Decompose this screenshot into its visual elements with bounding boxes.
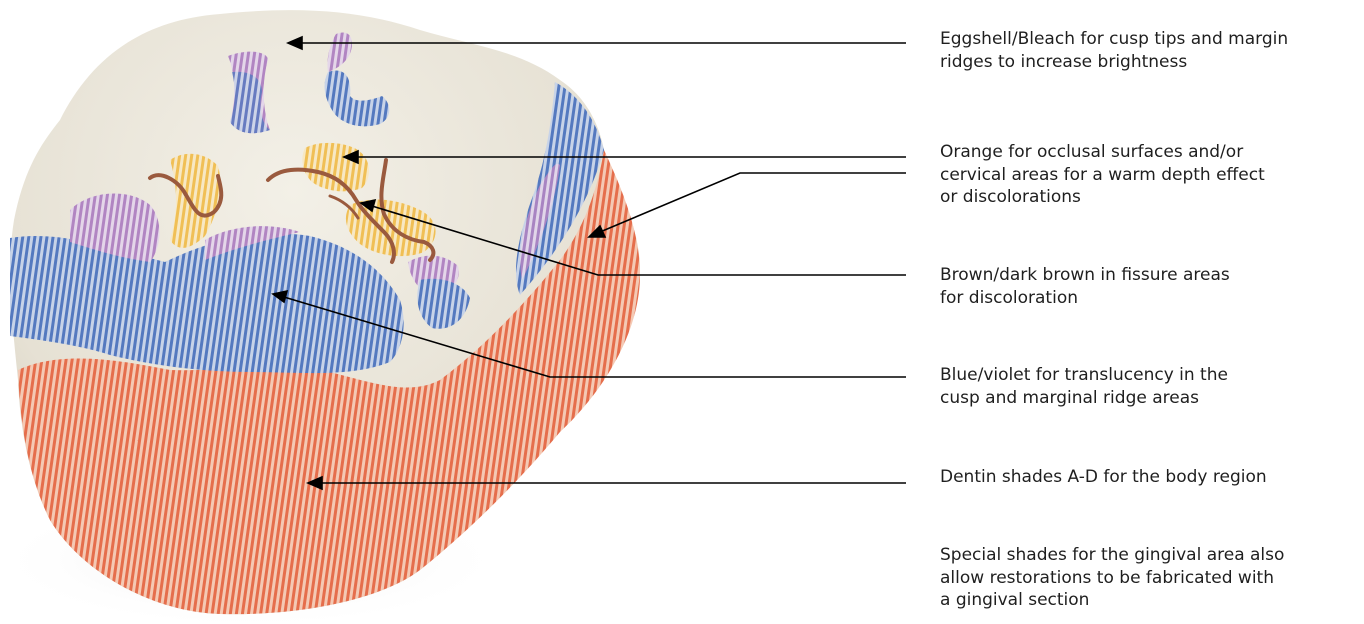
label-dentin: Dentin shades A-D for the body region [940, 466, 1360, 489]
label-orange: Orange for occlusal surfaces and/or cerv… [940, 141, 1360, 209]
label-special: Special shades for the gingival area als… [940, 544, 1360, 612]
label-blue-violet: Blue/violet for translucency in the cusp… [940, 364, 1360, 409]
leader-line-orange-cervical [600, 173, 906, 232]
label-brown: Brown/dark brown in fissure areas for di… [940, 264, 1360, 309]
label-eggshell: Eggshell/Bleach for cusp tips and margin… [940, 28, 1360, 73]
